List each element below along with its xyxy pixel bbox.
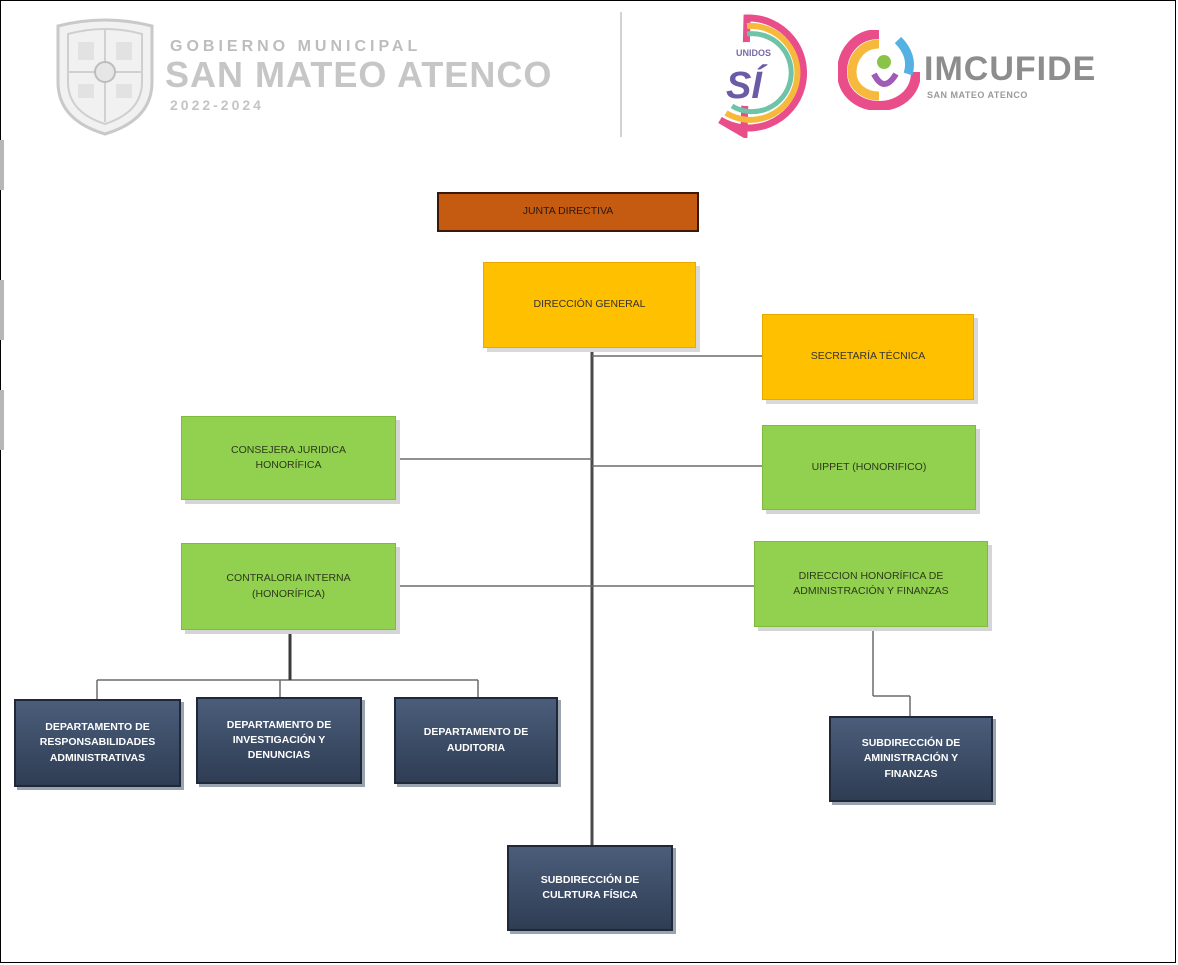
box-sub-administracion: SUBDIRECCIÓN DE AMINISTRACIÓN Y FINANZAS [829,716,993,802]
box-contraloria-interna: CONTRALORIA INTERNA (HONORÍFICA) [181,543,396,630]
sub-admin-label-line3: FINANZAS [884,767,938,780]
box-sub-cultura-fisica: SUBDIRECCIÓN DE CULRTURA FÍSICA [507,845,673,931]
sub-admin-label-line1: SUBDIRECCIÓN DE [861,737,961,750]
box-dep-responsabilidades: DEPARTAMENTO DE RESPONSABILIDADES ADMINI… [14,699,181,787]
dep-resp-label-line1: DEPARTAMENTO DE [45,721,150,734]
sub-admin-label-line2: AMINISTRACIÓN Y [863,752,959,765]
box-uippet: UIPPET (HONORIFICO) [762,425,976,510]
dep-resp-label-line2: RESPONSABILIDADES [39,736,156,749]
edge-marker [0,140,4,190]
gov-years: 2022-2024 [170,97,264,113]
box-direccion-administracion: DIRECCION HONORÍFICA DE ADMINISTRACIÓN Y… [754,541,988,627]
direccion-general-label: DIRECCIÓN GENERAL [533,298,646,311]
dep-inv-label-line3: DENUNCIAS [247,749,311,762]
svg-text:UNIDOS: UNIDOS [736,48,771,58]
sub-cult-label-line1: SUBDIRECCIÓN DE [540,873,640,886]
box-junta-directiva: JUNTA DIRECTIVA [437,192,699,232]
dep-aud-label-line2: AUDITORIA [446,741,506,754]
svg-text:SÍ: SÍ [726,63,768,107]
dep-inv-label-line2: INVESTIGACIÓN Y [232,733,326,746]
edge-marker [0,390,4,450]
imcufide-subtitle: SAN MATEO ATENCO [927,90,1028,100]
imcufide-name: IMCUFIDE [924,50,1097,88]
dir-admin-label-line2: ADMINISTRACIÓN Y FINANZAS [793,585,949,597]
box-direccion-general: DIRECCIÓN GENERAL [483,262,696,348]
dep-resp-label-line3: ADMINISTRATIVAS [49,751,146,764]
consejera-label-line1: CONSEJERA JURIDICA [231,443,346,456]
secretaria-tecnica-label: SECRETARÍA TÉCNICA [810,350,926,363]
junta-directiva-label: JUNTA DIRECTIVA [522,205,614,218]
contraloria-label-line2: (HONORÍFICA) [252,587,325,600]
gov-title-small: GOBIERNO MUNICIPAL [170,38,422,55]
consejera-label-line2: HONORÍFICA [255,459,322,471]
dep-inv-label-line1: DEPARTAMENTO DE [226,718,332,731]
box-secretaria-tecnica: SECRETARÍA TÉCNICA [762,314,974,400]
edge-marker [0,280,4,340]
box-dep-auditoria: DEPARTAMENTO DE AUDITORIA [394,697,558,784]
imcufide-logo-icon [838,30,920,110]
box-dep-investigacion: DEPARTAMENTO DE INVESTIGACIÓN Y DENUNCIA… [196,697,362,784]
contraloria-label-line1: CONTRALORIA INTERNA [226,572,351,585]
sub-cult-label-line2: CULRTURA FÍSICA [542,889,638,901]
dep-aud-label-line1: DEPARTAMENTO DE [423,726,529,739]
header-divider [620,12,622,137]
gov-title-large: SAN MATEO ATENCO [165,54,553,95]
municipal-shield-logo [56,18,154,136]
uippet-label: UIPPET (HONORIFICO) [811,460,927,473]
unidos-si-logo: UNIDOS SÍ [715,14,807,138]
box-consejera-juridica: CONSEJERA JURIDICA HONORÍFICA [181,416,396,500]
dir-admin-label-line1: DIRECCION HONORÍFICA DE [798,569,944,582]
